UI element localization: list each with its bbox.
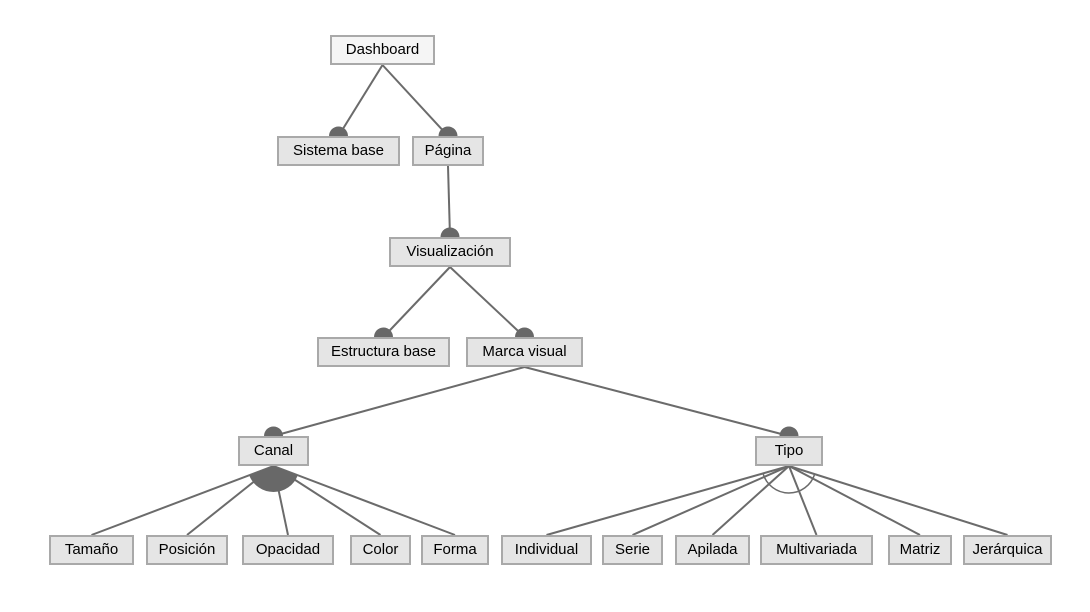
edge-dashboard-pagina <box>381 64 449 137</box>
edge-tipo-multivariada <box>788 465 818 536</box>
edge-visualizacion-marca-visual <box>449 266 526 338</box>
node-dashboard[interactable]: Dashboard <box>330 35 435 65</box>
edge-tipo-serie <box>632 465 790 536</box>
edge-tipo-individual <box>546 465 790 536</box>
node-apilada[interactable]: Apilada <box>675 535 750 565</box>
node-pagina[interactable]: Página <box>412 136 484 166</box>
edge-canal-forma <box>273 465 456 536</box>
node-marca-visual[interactable]: Marca visual <box>466 337 583 367</box>
node-estructura-base[interactable]: Estructura base <box>317 337 450 367</box>
edge-dashboard-sistema-base <box>337 64 384 137</box>
edge-marca-visual-canal <box>273 366 525 437</box>
edge-tipo-matriz <box>788 465 921 536</box>
node-serie[interactable]: Serie <box>602 535 663 565</box>
edge-canal-tamano <box>91 465 274 536</box>
node-tipo[interactable]: Tipo <box>755 436 823 466</box>
node-forma[interactable]: Forma <box>421 535 489 565</box>
edge-marca-visual-tipo <box>524 366 790 437</box>
node-individual[interactable]: Individual <box>501 535 592 565</box>
edge-pagina-visualizacion <box>447 165 451 238</box>
tipo-group-arc-open <box>762 473 816 494</box>
canal-group-arc-filled <box>249 466 298 492</box>
node-matriz[interactable]: Matriz <box>888 535 952 565</box>
node-opacidad[interactable]: Opacidad <box>242 535 334 565</box>
node-visualizacion[interactable]: Visualización <box>389 237 511 267</box>
node-multivariada[interactable]: Multivariada <box>760 535 873 565</box>
node-color[interactable]: Color <box>350 535 411 565</box>
node-sistema-base[interactable]: Sistema base <box>277 136 400 166</box>
node-jerarquica[interactable]: Jerárquica <box>963 535 1052 565</box>
edge-tipo-jerarquica <box>788 465 1008 536</box>
node-tamano[interactable]: Tamaño <box>49 535 134 565</box>
node-canal[interactable]: Canal <box>238 436 309 466</box>
edge-visualizacion-estructura-base <box>382 266 451 338</box>
edge-tipo-apilada <box>711 465 790 536</box>
node-posicion[interactable]: Posición <box>146 535 228 565</box>
